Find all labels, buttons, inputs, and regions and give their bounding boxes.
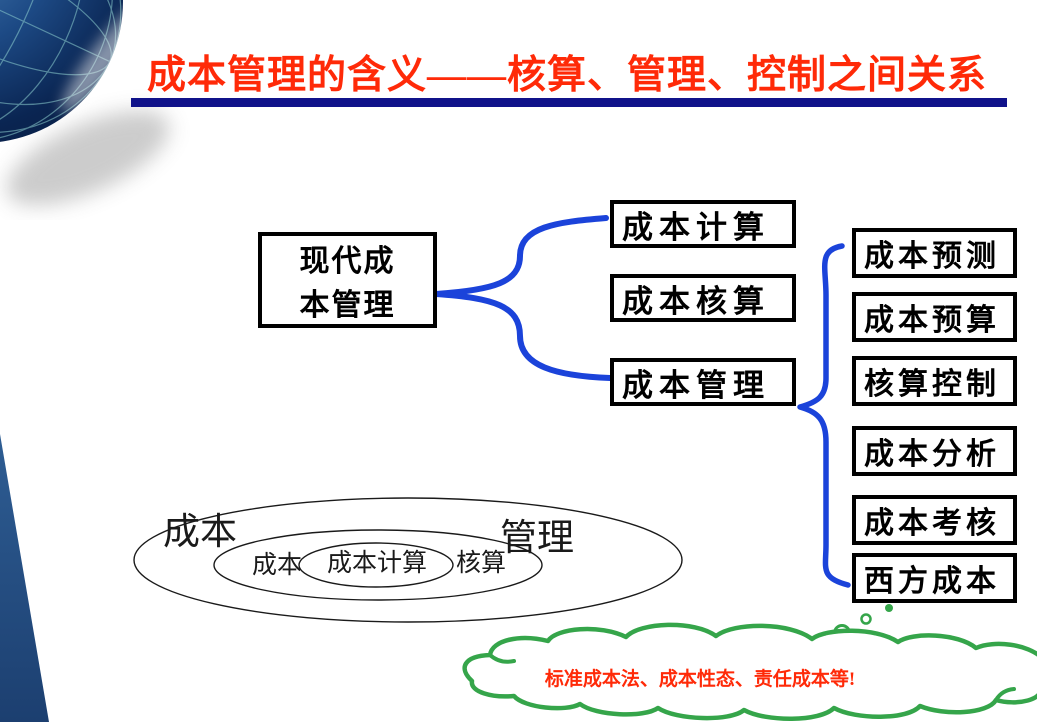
venn-label-outer-right: 管理 xyxy=(500,518,574,559)
cloud-callout-text: 标准成本法、成本性态、责任成本等! xyxy=(544,669,856,690)
title-underline xyxy=(131,98,1007,107)
box-cost-accounting: 成本核算 xyxy=(610,274,796,322)
box-label: 成本计算 xyxy=(622,209,770,245)
venn-label-outer-left: 成本 xyxy=(163,512,237,553)
box-cost-management: 成本管理 xyxy=(610,358,796,406)
globe-highlight xyxy=(62,0,154,113)
venn-label-inner: 成本计算 xyxy=(327,550,428,577)
box-label: 成本分析 xyxy=(864,438,1000,471)
box-cost-computation: 成本计算 xyxy=(610,200,796,248)
box-western-cost: 西方成本 xyxy=(852,553,1017,603)
thought-dots xyxy=(833,604,893,642)
left-brace-connector xyxy=(433,215,613,381)
globe-sphere xyxy=(0,0,123,142)
box-cost-forecast: 成本预测 xyxy=(852,228,1017,278)
root-box-line1: 现代成 xyxy=(299,245,396,278)
venn-label-middle-right: 核算 xyxy=(456,550,507,577)
page-title: 成本管理的含义——核算、管理、控制之间关系 xyxy=(147,54,988,97)
box-label: 成本预测 xyxy=(864,240,1000,273)
root-box-modern-cost-management: 现代成 本管理 xyxy=(258,232,437,328)
globe-shadow xyxy=(6,110,170,206)
box-label: 成本核算 xyxy=(622,283,770,319)
box-label: 成本管理 xyxy=(622,367,770,403)
box-label: 成本预算 xyxy=(864,304,1000,337)
box-accounting-control: 核算控制 xyxy=(852,356,1017,406)
box-label: 西方成本 xyxy=(864,565,1000,598)
box-cost-budget: 成本预算 xyxy=(852,292,1017,342)
globe-icon xyxy=(0,0,170,206)
venn-label-middle-left: 成本 xyxy=(252,552,303,579)
right-brace-connector xyxy=(797,243,851,588)
box-cost-analysis: 成本分析 xyxy=(852,426,1017,476)
box-label: 成本考核 xyxy=(864,507,1000,540)
left-accent-wedge xyxy=(0,434,49,722)
box-cost-assessment: 成本考核 xyxy=(852,495,1017,545)
box-label: 核算控制 xyxy=(864,368,1000,401)
root-box-line2: 本管理 xyxy=(299,289,396,322)
